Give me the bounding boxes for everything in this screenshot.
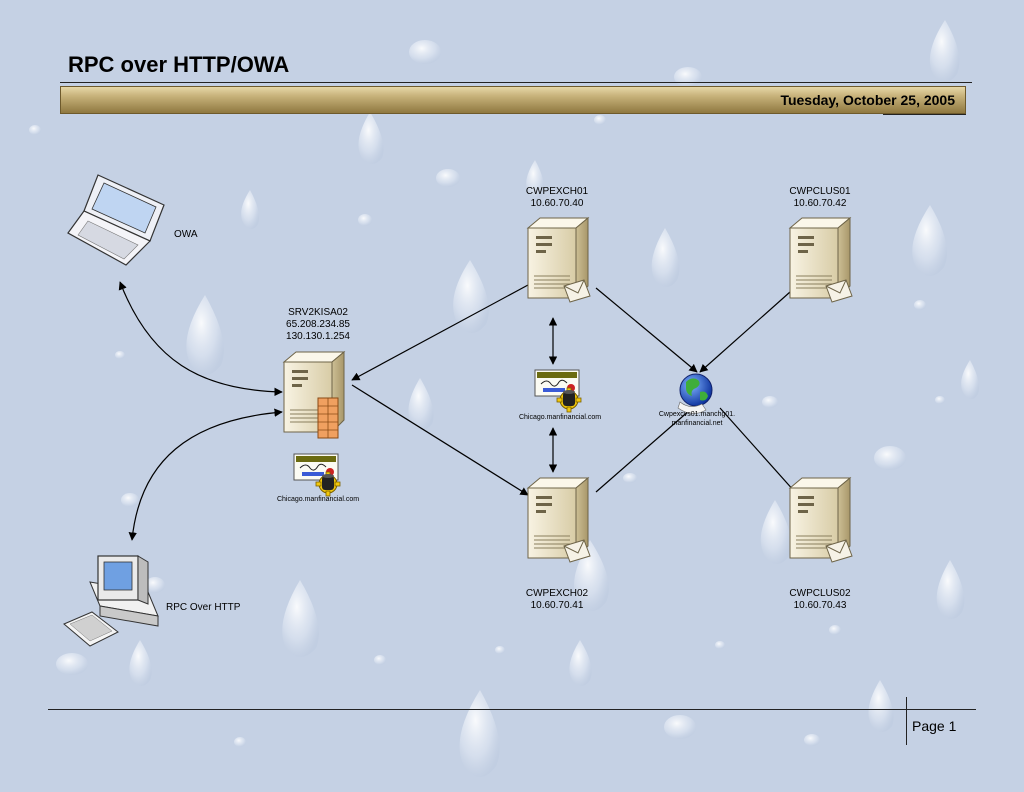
isa-cert-label: Chicago.manfinancial.com	[276, 496, 360, 503]
exch-cert-label: Chicago.manfinancial.com	[518, 414, 602, 421]
globe-icon	[677, 373, 713, 414]
clus01-server-icon	[789, 217, 853, 303]
cluster-clus02-link	[719, 407, 796, 493]
exch02-server-icon	[527, 477, 591, 563]
footer-rule	[48, 709, 976, 710]
clus02-server-icon	[789, 477, 853, 563]
exch01-name: CWPEXCH01	[525, 186, 589, 197]
banner-rule	[883, 114, 966, 115]
exch02-name: CWPEXCH02	[525, 588, 589, 599]
cluster-node-name-line2: manfinancial.net	[671, 420, 723, 427]
isa-server-icon	[283, 351, 345, 439]
exch01-cluster-link	[595, 287, 698, 373]
desktop-computer-icon	[63, 555, 159, 647]
isa-server-ip1: 65.208.234.85	[286, 319, 350, 330]
exch02-cluster-link	[595, 409, 691, 493]
title-rule	[60, 82, 972, 83]
date-banner: Tuesday, October 25, 2005	[60, 86, 966, 114]
clus01-name: CWPCLUS01	[789, 186, 851, 197]
exch01-server-icon	[527, 217, 591, 303]
footer-divider	[906, 697, 907, 745]
laptop-icon	[67, 174, 165, 266]
owa-label: OWA	[174, 229, 198, 240]
rpc-over-http-label: RPC Over HTTP	[166, 602, 241, 613]
exch02-isa-link	[351, 384, 529, 496]
laptop-isa-link	[118, 281, 283, 397]
date-text: Tuesday, October 25, 2005	[780, 92, 955, 108]
isa-certificate-icon	[293, 453, 341, 497]
exch02-ip: 10.60.70.41	[530, 600, 584, 611]
clus02-ip: 10.60.70.43	[793, 600, 847, 611]
clus02-name: CWPCLUS02	[789, 588, 851, 599]
clus01-cluster-link	[699, 291, 791, 373]
page-title: RPC over HTTP/OWA	[68, 52, 290, 77]
exch-certificate-icon	[534, 369, 582, 413]
cluster-node-name-line1: Cwpexcvs01.manchg01.	[658, 411, 736, 418]
exch01-ip: 10.60.70.40	[530, 198, 584, 209]
desktop-isa-link	[128, 408, 283, 541]
isa-server-name: SRV2KISA02	[288, 307, 348, 318]
isa-server-ip2: 130.130.1.254	[286, 331, 350, 342]
exch01-isa-link	[351, 284, 529, 381]
page-number: Page 1	[912, 718, 957, 734]
clus01-ip: 10.60.70.42	[793, 198, 847, 209]
